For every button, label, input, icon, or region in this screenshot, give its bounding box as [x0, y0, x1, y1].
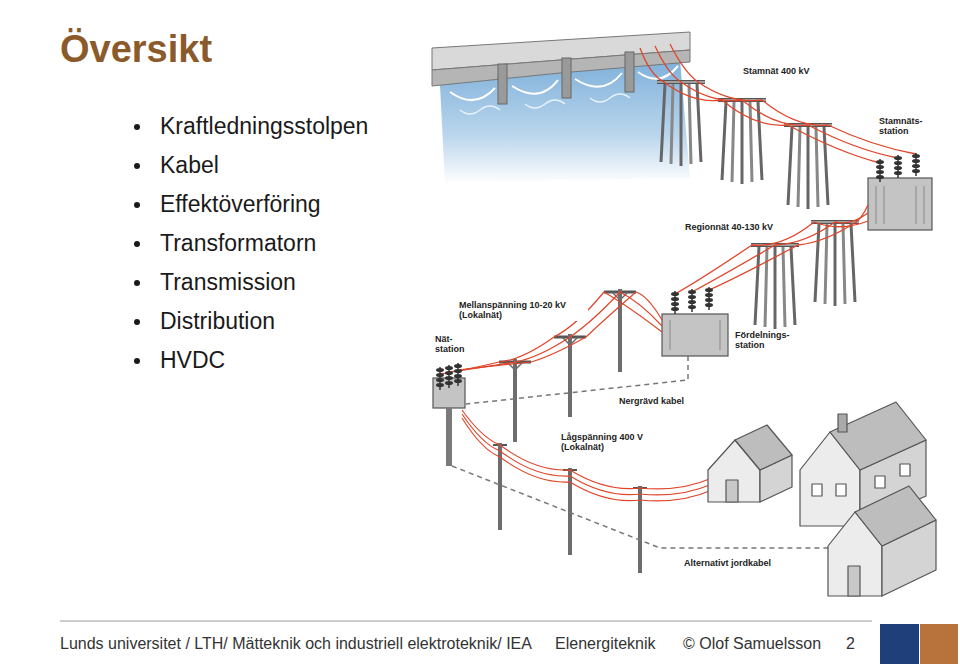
footer-text: © Olof Samuelsson [683, 634, 821, 653]
bullet-item: Distribution [160, 309, 275, 334]
distribution-substation [662, 287, 728, 356]
transmission-lines [640, 44, 916, 163]
station-label: Fördelnings- station [734, 330, 802, 351]
page-number: 2 [846, 634, 855, 653]
dam [432, 32, 690, 184]
bullet-item: Transmission [160, 270, 296, 295]
grid-level-label: Lågspänning 400 V (Lokalnät) [560, 432, 666, 453]
slide-title: Översikt [60, 28, 212, 72]
bullet-item: Effektöverföring [160, 192, 321, 217]
footer-square [880, 624, 919, 664]
station-label: Nät- station [434, 334, 474, 355]
main-substation [868, 153, 932, 230]
secondary-substation [433, 363, 465, 466]
medium-voltage-lines [440, 292, 662, 374]
station-label: Stamnäts- station [878, 116, 938, 137]
low-voltage-poles [493, 443, 647, 573]
low-voltage-lines [462, 410, 712, 501]
regional-towers [751, 222, 859, 329]
grid-level-label: Regionnät 40-130 kV [684, 222, 774, 232]
grid-level-label: Mellanspänning 10-20 kV (Lokalnät) [458, 300, 588, 321]
footer-text: Lunds universitet / LTH/ Mätteknik och i… [60, 634, 532, 653]
bullet-item: Transformatorn [160, 231, 316, 256]
bullet-item: Kraftledningsstolpen [160, 114, 368, 139]
footer-rule [60, 621, 872, 622]
bullet-dots [134, 124, 140, 364]
grid-level-label: Stamnät 400 kV [742, 66, 811, 76]
cable-label: Nergrävd kabel [618, 396, 685, 406]
cable-label: Alternativt jordkabel [683, 558, 772, 568]
transmission-towers [657, 82, 832, 209]
bullet-item: HVDC [160, 348, 225, 373]
footer-square [920, 624, 958, 664]
regional-lines [675, 205, 868, 294]
bullet-item: Kabel [160, 153, 219, 178]
footer-text: Elenergiteknik [555, 634, 656, 653]
